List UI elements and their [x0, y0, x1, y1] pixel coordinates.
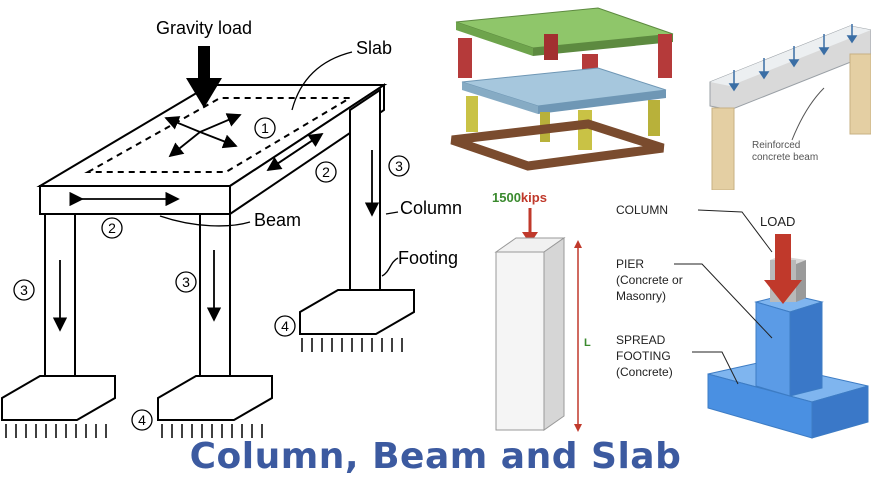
reinforced-beam-model: Reinforced concrete beam: [709, 24, 871, 190]
pier-label-line2: (Concrete or: [616, 273, 683, 287]
step-4-marker-a: [274, 315, 296, 337]
beam-caption-line2: concrete beam: [752, 152, 818, 163]
step-1-marker: [254, 117, 276, 139]
base-frame: [450, 119, 665, 171]
svg-text:3: 3: [20, 282, 28, 298]
step-3-marker-a: [388, 155, 410, 177]
page-title: Column, Beam and Slab: [189, 436, 682, 477]
column-load-model: 1500kips L: [492, 190, 591, 432]
footing-load-arrow: [764, 280, 802, 304]
column-load-value: 1500kips: [492, 190, 547, 205]
side-beam: [229, 83, 385, 216]
footing-back: [299, 289, 415, 335]
svg-text:1: 1: [261, 120, 269, 136]
svg-text:4: 4: [138, 412, 146, 428]
footing-load-label: LOAD: [760, 214, 795, 229]
column-label: Column: [400, 198, 462, 218]
svg-text:3: 3: [182, 274, 190, 290]
beam-label: Beam: [254, 210, 301, 230]
frame-sketch: Gravity load Slab Beam Column Footing 1 …: [1, 18, 462, 438]
step-4-marker-b: [131, 409, 153, 431]
footing-column-label: COLUMN: [616, 203, 668, 217]
spread-footing-model: LOAD COLUMN PIER (Concrete or Masonry) S…: [616, 203, 869, 439]
step-3-marker-b: [13, 279, 35, 301]
step-2-marker-a: [315, 161, 337, 183]
svg-text:2: 2: [108, 220, 116, 236]
svg-text:2: 2: [322, 164, 330, 180]
beam-caption-line1: Reinforced: [752, 140, 800, 151]
svg-text:4: 4: [281, 318, 289, 334]
exploded-frame-model: [450, 7, 674, 171]
gravity-load-arrow: [186, 46, 222, 108]
pier-label-line3: Masonry): [616, 289, 666, 303]
svg-text:3: 3: [395, 158, 403, 174]
slab-label: Slab: [356, 38, 392, 58]
front-beam: [39, 185, 231, 215]
footing-label: Footing: [398, 248, 458, 268]
beam-post-right: [849, 53, 871, 135]
pier-label-line1: PIER: [616, 257, 644, 271]
column-length-label: L: [584, 337, 591, 349]
spread-footing-label-line1: SPREAD: [616, 333, 666, 347]
gravity-load-label: Gravity load: [156, 18, 252, 38]
step-2-marker-b: [101, 217, 123, 239]
beam-post-left: [711, 107, 735, 190]
step-3-marker-c: [175, 271, 197, 293]
column-front-right: [199, 213, 231, 395]
spread-footing-label-line2: FOOTING: [616, 349, 671, 363]
column-back-right: [349, 88, 381, 302]
spread-footing-label-line3: (Concrete): [616, 365, 673, 379]
footing-middle: [157, 375, 273, 421]
footing-left: [1, 375, 116, 421]
